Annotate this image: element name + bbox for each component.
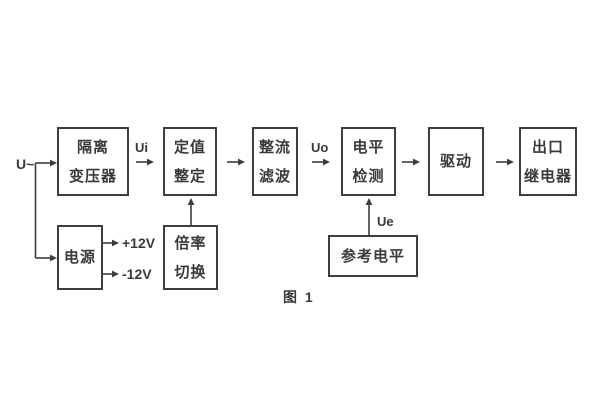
input-signal-label: U~ bbox=[16, 156, 35, 172]
plus12v-label: +12V bbox=[122, 235, 156, 251]
block-label: 整流 bbox=[258, 138, 291, 156]
block-isolation-transformer: 隔离 变压器 bbox=[57, 127, 129, 196]
ue-signal-label: Ue bbox=[377, 214, 394, 229]
arrow-drive-to-relay bbox=[496, 158, 514, 166]
arrow-ratio-to-setting bbox=[187, 198, 195, 225]
block-value-setting: 定值 整定 bbox=[163, 127, 217, 196]
block-label: 参考电平 bbox=[340, 247, 405, 265]
block-label: 倍率 bbox=[174, 234, 207, 252]
block-reference-level: 参考电平 bbox=[328, 235, 418, 277]
block-ratio-switch: 倍率 切换 bbox=[163, 225, 218, 290]
figure-caption: 图 1 bbox=[283, 289, 315, 305]
block-output-relay: 出口 继电器 bbox=[519, 127, 577, 196]
block-label: 出口 bbox=[531, 138, 564, 156]
input-branch-line bbox=[34, 159, 57, 262]
minus12v-label: -12V bbox=[122, 266, 152, 282]
arrow-detect-to-drive bbox=[402, 158, 420, 166]
block-label: 滤波 bbox=[258, 167, 291, 185]
arrow-plus12v bbox=[103, 239, 119, 247]
block-label: 电平 bbox=[352, 138, 385, 156]
ui-signal-label: Ui bbox=[135, 140, 148, 155]
arrow-minus12v bbox=[103, 270, 119, 278]
block-label: 切换 bbox=[174, 263, 207, 281]
block-label: 检测 bbox=[352, 167, 385, 185]
block-label: 驱动 bbox=[439, 153, 472, 170]
block-label: 继电器 bbox=[523, 167, 572, 185]
block-label: 电源 bbox=[63, 249, 96, 266]
block-label: 变压器 bbox=[68, 167, 117, 185]
block-level-detect: 电平 检测 bbox=[341, 127, 396, 196]
block-label: 定值 bbox=[173, 138, 206, 156]
block-label: 整定 bbox=[173, 167, 206, 185]
block-power-supply: 电源 bbox=[57, 225, 103, 290]
block-rectify-filter: 整流 滤波 bbox=[252, 127, 298, 196]
arrow-uo bbox=[312, 158, 330, 166]
arrow-ui bbox=[136, 158, 154, 166]
uo-signal-label: Uo bbox=[311, 140, 329, 155]
block-label: 隔离 bbox=[76, 138, 109, 156]
arrow-setting-to-rectifier bbox=[227, 158, 245, 166]
arrow-ue bbox=[365, 198, 373, 235]
block-drive: 驱动 bbox=[428, 127, 484, 196]
